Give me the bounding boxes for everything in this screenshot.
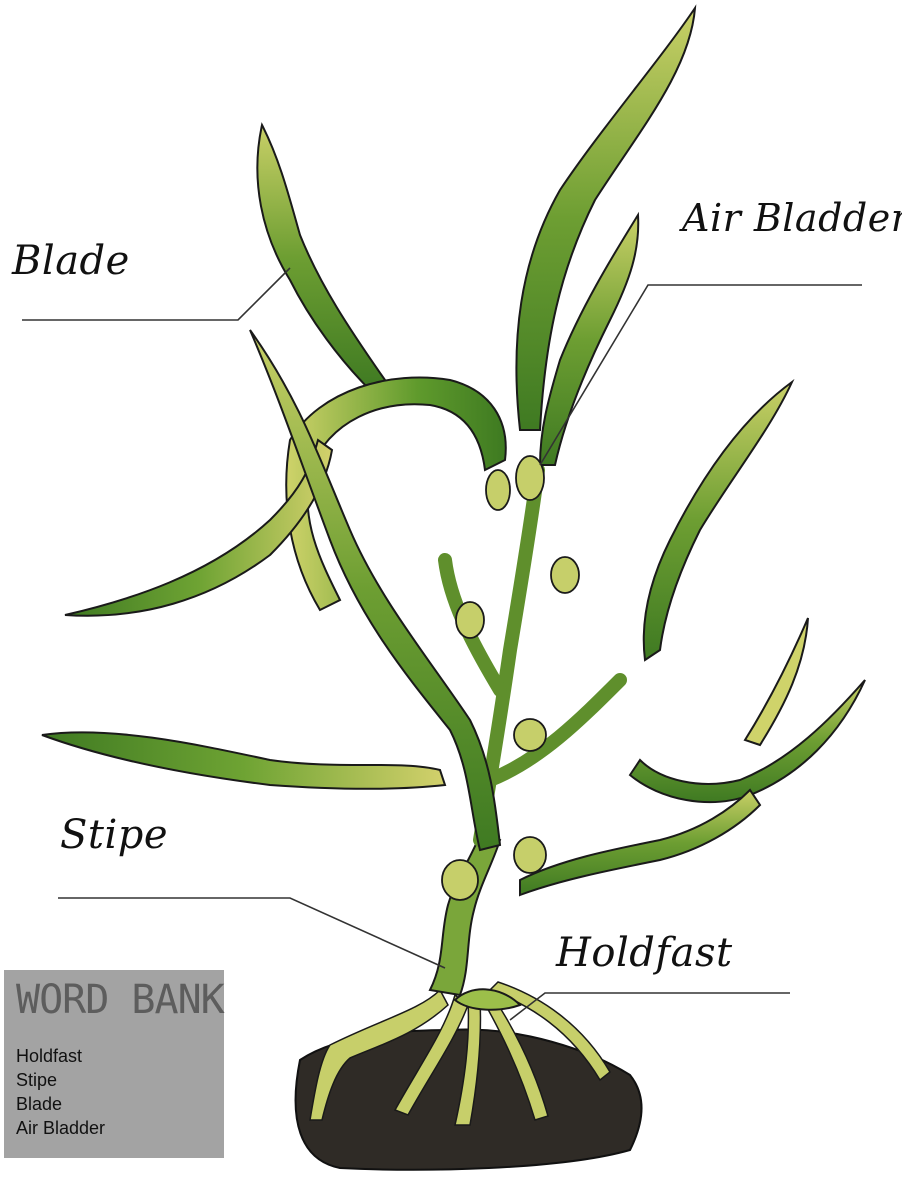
word-bank: WORD BANK Holdfast Stipe Blade Air Bladd… [4, 970, 224, 1158]
blade-label: Blade [12, 238, 130, 284]
air-bladder-label: Air Bladder [682, 196, 902, 240]
holdfast-label: Holdfast [556, 930, 733, 976]
blade-right-tip [745, 618, 808, 745]
blade-right-middle [644, 382, 792, 660]
word-bank-item: Blade [16, 1092, 212, 1116]
stipe-label: Stipe [60, 812, 168, 858]
word-bank-title: WORD BANK [16, 978, 212, 1022]
stipe-shape [430, 835, 500, 995]
word-bank-item: Air Bladder [16, 1116, 212, 1140]
blade-top-center [516, 8, 695, 430]
blade-upper-left [257, 125, 385, 390]
blade-left-lower [42, 732, 445, 788]
word-bank-item: Holdfast [16, 1044, 212, 1068]
word-bank-item: Stipe [16, 1068, 212, 1092]
stipe-leader [58, 898, 445, 968]
blade-right-bottom [520, 790, 760, 895]
